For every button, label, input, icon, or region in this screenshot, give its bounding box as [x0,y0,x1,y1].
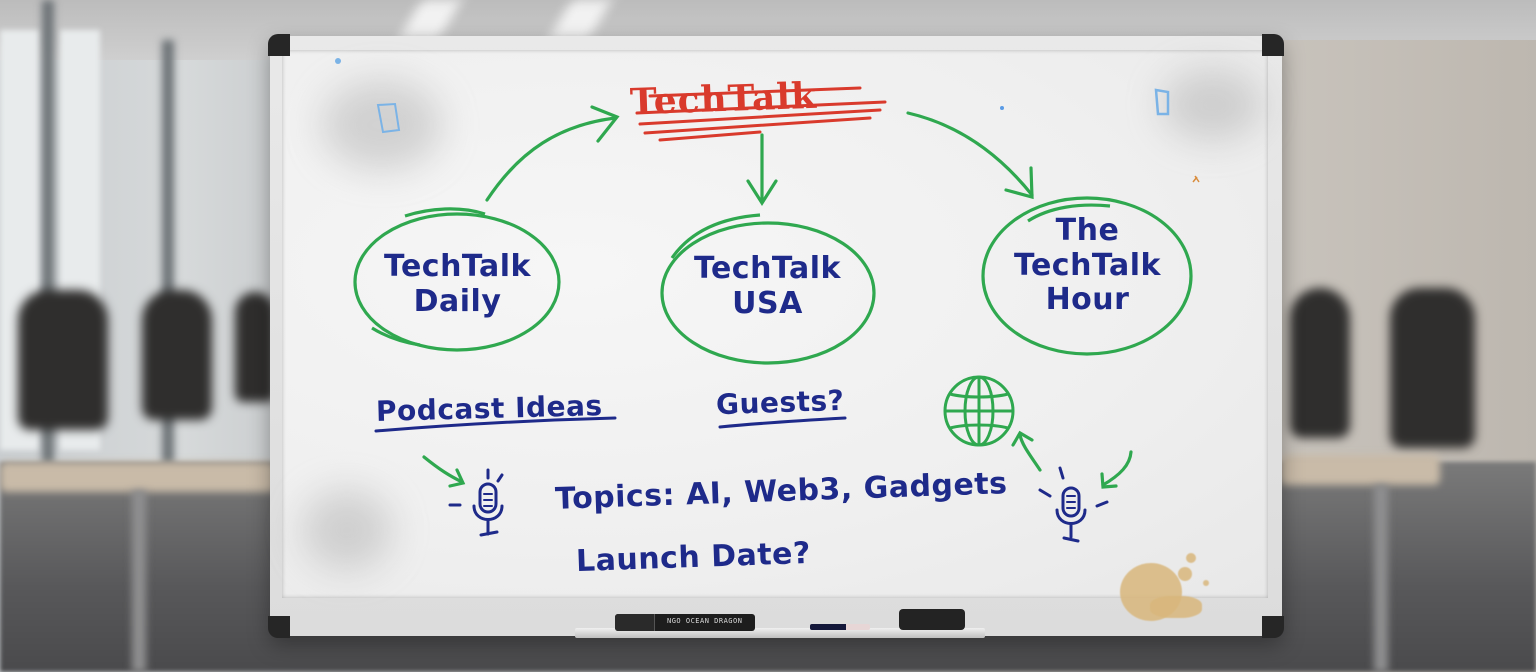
option-line: Daily [413,283,502,319]
option-techtalk-daily: TechTalk Daily [370,249,545,319]
crossed-out-title: TechTalk [629,74,818,124]
marker-cap [615,614,655,631]
table-leg [132,490,146,672]
frame-corner [1262,616,1284,638]
note-guests: Guests? [715,383,845,422]
microphone-icon [1038,466,1109,543]
option-line: USA [732,285,803,321]
frame-corner [268,34,290,56]
office-chair [18,290,108,430]
option-the-techtalk-hour: The TechTalk Hour [1000,213,1175,318]
frame-corner [268,616,290,638]
whiteboard-surface [282,50,1268,598]
option-line: Hour [1045,282,1130,317]
note-podcast-ideas: Podcast Ideas [375,389,604,428]
table-leg [1374,485,1388,672]
coffee-stain [1178,567,1192,581]
office-chair [142,290,212,420]
marker-tray [575,628,985,638]
microphone-icon [448,468,504,537]
small-marker[interactable] [810,624,870,630]
office-chair [1290,288,1350,438]
globe-icon [943,375,1015,447]
conference-table [1280,455,1440,485]
whiteboard-marker[interactable]: NGO OCEAN DRAGON [615,614,755,631]
underlines [374,416,847,433]
doodle-box [1154,88,1170,116]
green-arrows [422,105,1133,489]
coffee-stain [1150,596,1202,618]
whiteboard [268,34,1284,638]
option-line: TechTalk [383,249,532,284]
frame-corner [1262,34,1284,56]
option-line: The [1055,213,1120,248]
whiteboard-eraser[interactable] [899,609,965,630]
conference-table [0,462,275,492]
strikethrough-scribble [635,86,887,142]
doodle-box [376,102,401,134]
option-line: TechTalk [1013,247,1162,283]
coffee-stain [1186,553,1196,563]
marker-label: NGO OCEAN DRAGON [667,617,743,625]
option-techtalk-usa: TechTalk USA [680,251,855,321]
office-chair [1390,288,1475,448]
option-circles [353,196,1193,365]
option-line: TechTalk [693,251,842,286]
eraser-smudge [302,490,392,570]
office-chair [235,292,275,402]
eraser-smudge [1162,70,1262,140]
coffee-stain [1203,580,1209,586]
